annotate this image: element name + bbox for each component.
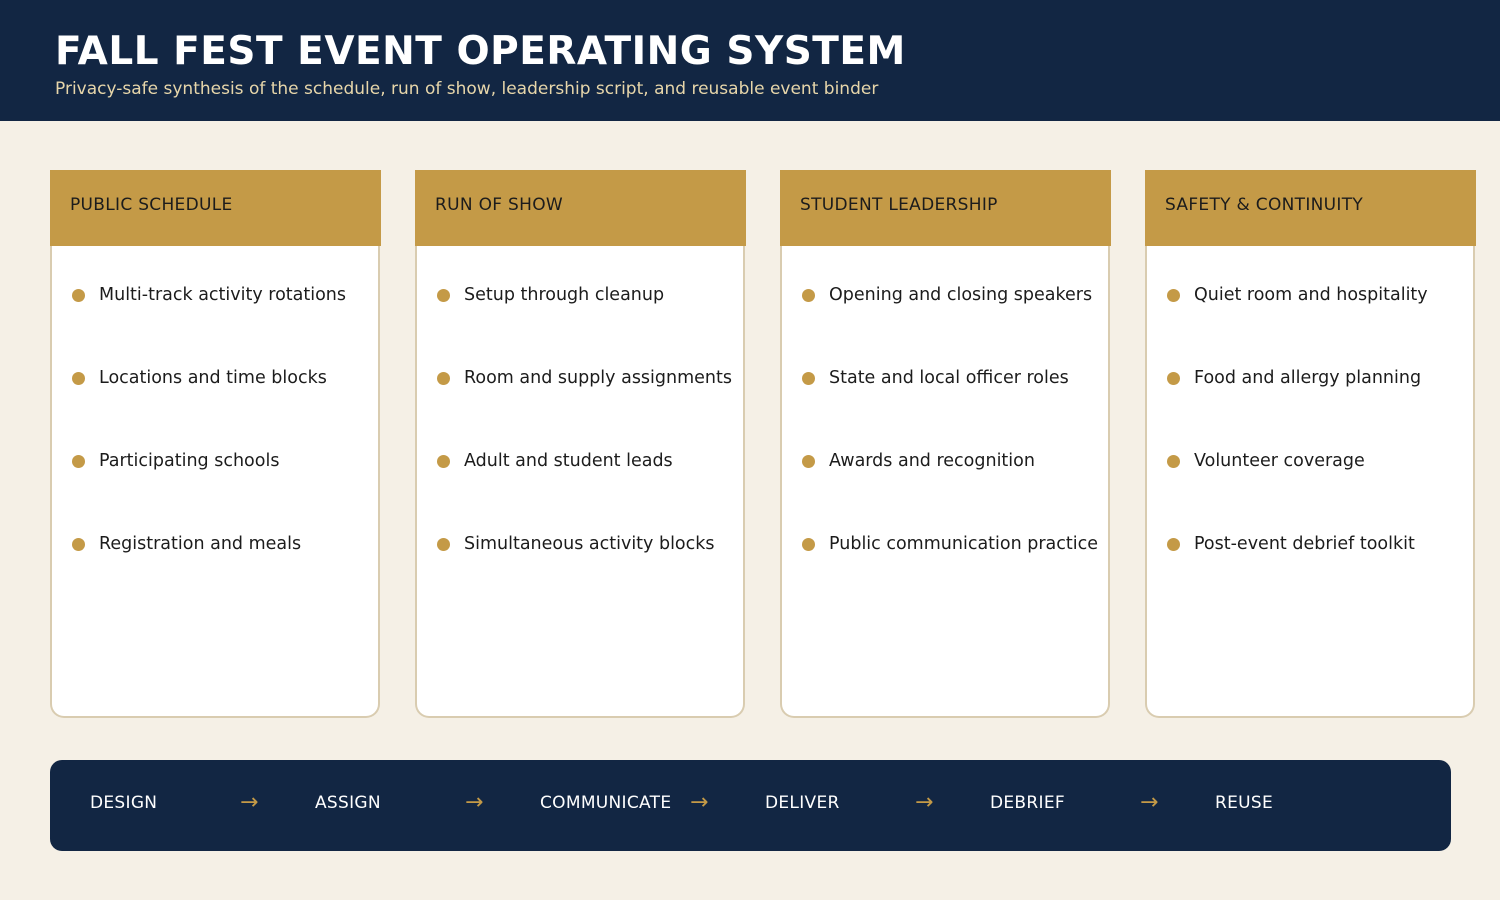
card-title: RUN OF SHOW <box>435 195 564 215</box>
bullet-dot-icon <box>802 455 815 468</box>
list-item-text: Public communication practice <box>829 534 1099 554</box>
bullet-dot-icon <box>72 538 85 551</box>
arrow-right-icon: → <box>240 790 259 815</box>
card-title: STUDENT LEADERSHIP <box>800 195 998 215</box>
bullet-dot-icon <box>72 372 85 385</box>
list-item-text: Opening and closing speakers <box>829 285 1093 305</box>
list-item-text: State and local officer roles <box>829 368 1069 388</box>
list-item-text: Registration and meals <box>99 534 302 554</box>
bullet-dot-icon <box>802 538 815 551</box>
page-title: FALL FEST EVENT OPERATING SYSTEM <box>55 29 906 74</box>
arrow-right-icon: → <box>465 790 484 815</box>
flow-step-communicate: COMMUNICATE <box>540 793 672 813</box>
flow-step-deliver: DELIVER <box>765 793 840 813</box>
bullet-dot-icon <box>437 372 450 385</box>
card-header: RUN OF SHOW <box>415 170 746 246</box>
card-title: SAFETY & CONTINUITY <box>1165 195 1364 215</box>
card-header: SAFETY & CONTINUITY <box>1145 170 1476 246</box>
bullet-dot-icon <box>437 289 450 302</box>
process-flow-bar: DESIGN → ASSIGN → COMMUNICATE → DELIVER … <box>50 760 1451 851</box>
bullet-dot-icon <box>1167 455 1180 468</box>
card-public-schedule: PUBLIC SCHEDULE Multi-track activity rot… <box>50 170 381 718</box>
card-student-leadership: STUDENT LEADERSHIP Opening and closing s… <box>780 170 1111 718</box>
bullet-dot-icon <box>1167 372 1180 385</box>
flow-step-reuse: REUSE <box>1215 793 1274 813</box>
flow-step-design: DESIGN <box>90 793 158 813</box>
bullet-dot-icon <box>437 538 450 551</box>
list-item-text: Awards and recognition <box>829 451 1035 471</box>
bullet-dot-icon <box>72 455 85 468</box>
card-safety-continuity: SAFETY & CONTINUITY Quiet room and hospi… <box>1145 170 1476 718</box>
bullet-dot-icon <box>72 289 85 302</box>
list-item-text: Post-event debrief toolkit <box>1194 534 1415 554</box>
arrow-right-icon: → <box>690 790 709 815</box>
list-item-text: Quiet room and hospitality <box>1194 285 1428 305</box>
header-banner: FALL FEST EVENT OPERATING SYSTEM Privacy… <box>0 0 1500 121</box>
card-header: STUDENT LEADERSHIP <box>780 170 1111 246</box>
list-item-text: Setup through cleanup <box>464 285 665 305</box>
card-title: PUBLIC SCHEDULE <box>70 195 233 215</box>
arrow-right-icon: → <box>915 790 934 815</box>
list-item-text: Locations and time blocks <box>99 368 327 388</box>
arrow-right-icon: → <box>1140 790 1159 815</box>
list-item-text: Adult and student leads <box>464 451 673 471</box>
card-header: PUBLIC SCHEDULE <box>50 170 381 246</box>
bullet-dot-icon <box>437 455 450 468</box>
page-subtitle: Privacy-safe synthesis of the schedule, … <box>55 79 879 99</box>
bullet-dot-icon <box>802 372 815 385</box>
list-item-text: Volunteer coverage <box>1194 451 1365 471</box>
list-item-text: Participating schools <box>99 451 280 471</box>
list-item-text: Simultaneous activity blocks <box>464 534 715 554</box>
list-item-text: Room and supply assignments <box>464 368 732 388</box>
bullet-dot-icon <box>802 289 815 302</box>
list-item-text: Food and allergy planning <box>1194 368 1422 388</box>
card-run-of-show: RUN OF SHOW Setup through cleanup Room a… <box>415 170 746 718</box>
bullet-dot-icon <box>1167 289 1180 302</box>
list-item-text: Multi-track activity rotations <box>99 285 346 305</box>
bullet-dot-icon <box>1167 538 1180 551</box>
flow-step-assign: ASSIGN <box>315 793 381 813</box>
flow-step-debrief: DEBRIEF <box>990 793 1065 813</box>
